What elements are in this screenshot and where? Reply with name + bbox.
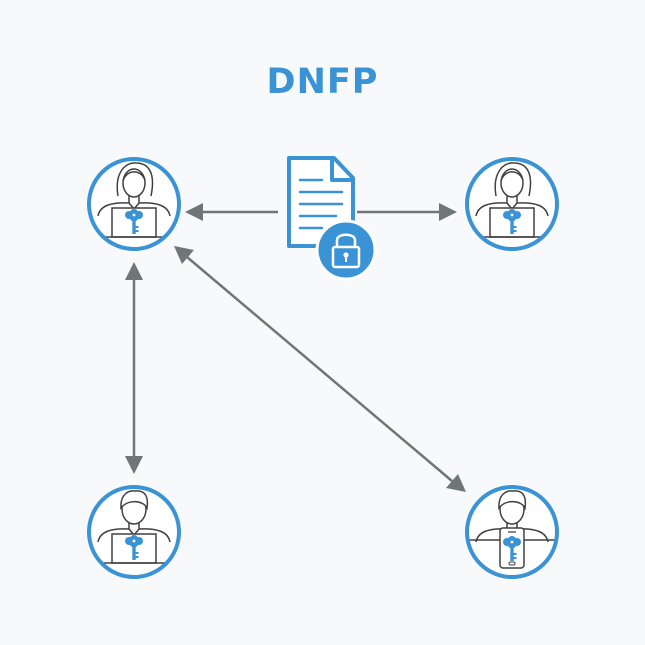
padlock-icon (315, 219, 377, 281)
node-bottom-left (87, 485, 181, 579)
diagram-title: DNFP (266, 62, 379, 102)
connection-top-left-to-top-right (185, 203, 457, 221)
arrowhead-left-icon (185, 203, 203, 221)
locked-document-icon (287, 156, 377, 281)
connection-top-left-to-bottom-right (174, 246, 466, 492)
arrowhead-down-right-icon (446, 474, 466, 492)
node-bottom-right (465, 485, 559, 579)
node-top-right (465, 157, 559, 251)
arrowhead-down-icon (125, 456, 143, 474)
connection-top-left-to-bottom-left (125, 262, 143, 474)
arrowhead-right-icon (439, 203, 457, 221)
arrowhead-up-icon (125, 262, 143, 280)
node-top-left (87, 157, 181, 251)
arrowhead-up-left-icon (174, 246, 194, 264)
